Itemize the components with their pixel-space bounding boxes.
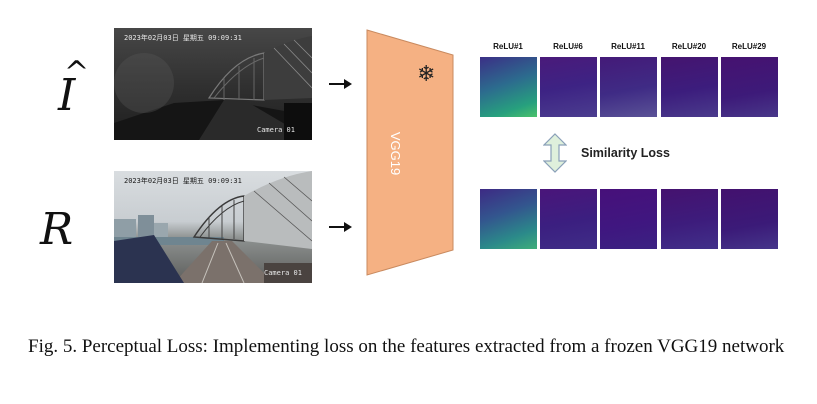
layer-label-relu29: ReLU#29 <box>731 42 767 51</box>
feature-map-top-relu20 <box>661 57 718 117</box>
bottom-camera-label: Camera 01 <box>264 269 302 277</box>
feature-map-top-relu11 <box>600 57 657 117</box>
feature-map-bottom-relu29 <box>721 189 778 249</box>
feature-map-top-relu1 <box>480 57 537 117</box>
top-arrow-icon <box>329 79 353 89</box>
feature-map-bottom-relu1 <box>480 189 537 249</box>
reconstructed-image: 2023年02月03日 星期五 09:09:31 Camera 01 <box>114 28 312 140</box>
top-timestamp: 2023年02月03日 星期五 09:09:31 <box>124 34 242 42</box>
feature-map-top-relu6 <box>540 57 597 117</box>
figure-caption: Fig. 5. Perceptual Loss: Implementing lo… <box>28 336 785 357</box>
vgg19-network <box>366 29 454 276</box>
layer-label-relu11: ReLU#11 <box>611 42 645 51</box>
layer-label-relu20: ReLU#20 <box>671 42 707 51</box>
double-arrow-icon <box>543 133 567 173</box>
snowflake-icon: ❄ <box>417 61 436 86</box>
input-symbol: ^ I <box>52 55 92 121</box>
feature-map-bottom-relu6 <box>540 189 597 249</box>
top-camera-label: Camera 01 <box>257 126 295 134</box>
reference-image: 2023年02月03日 星期五 09:09:31 Camera 01 <box>114 171 312 283</box>
feature-map-bottom-relu11 <box>600 189 657 249</box>
layer-label-relu1: ReLU#1 <box>493 42 523 51</box>
input-symbol-letter: I <box>58 70 76 121</box>
vgg19-label: VGG19 <box>388 131 404 175</box>
bridge-scene-bright <box>114 171 312 283</box>
hat-accent: ^ <box>64 55 90 90</box>
feature-map-top-relu29 <box>721 57 778 117</box>
feature-map-bottom-relu20 <box>661 189 718 249</box>
bottom-timestamp: 2023年02月03日 星期五 09:09:31 <box>124 177 242 185</box>
bridge-scene-dark <box>114 36 312 140</box>
similarity-loss-label: Similarity Loss <box>581 146 670 160</box>
reference-symbol: R <box>40 204 74 255</box>
bottom-arrow-icon <box>329 222 353 232</box>
layer-label-relu6: ReLU#6 <box>553 42 583 51</box>
